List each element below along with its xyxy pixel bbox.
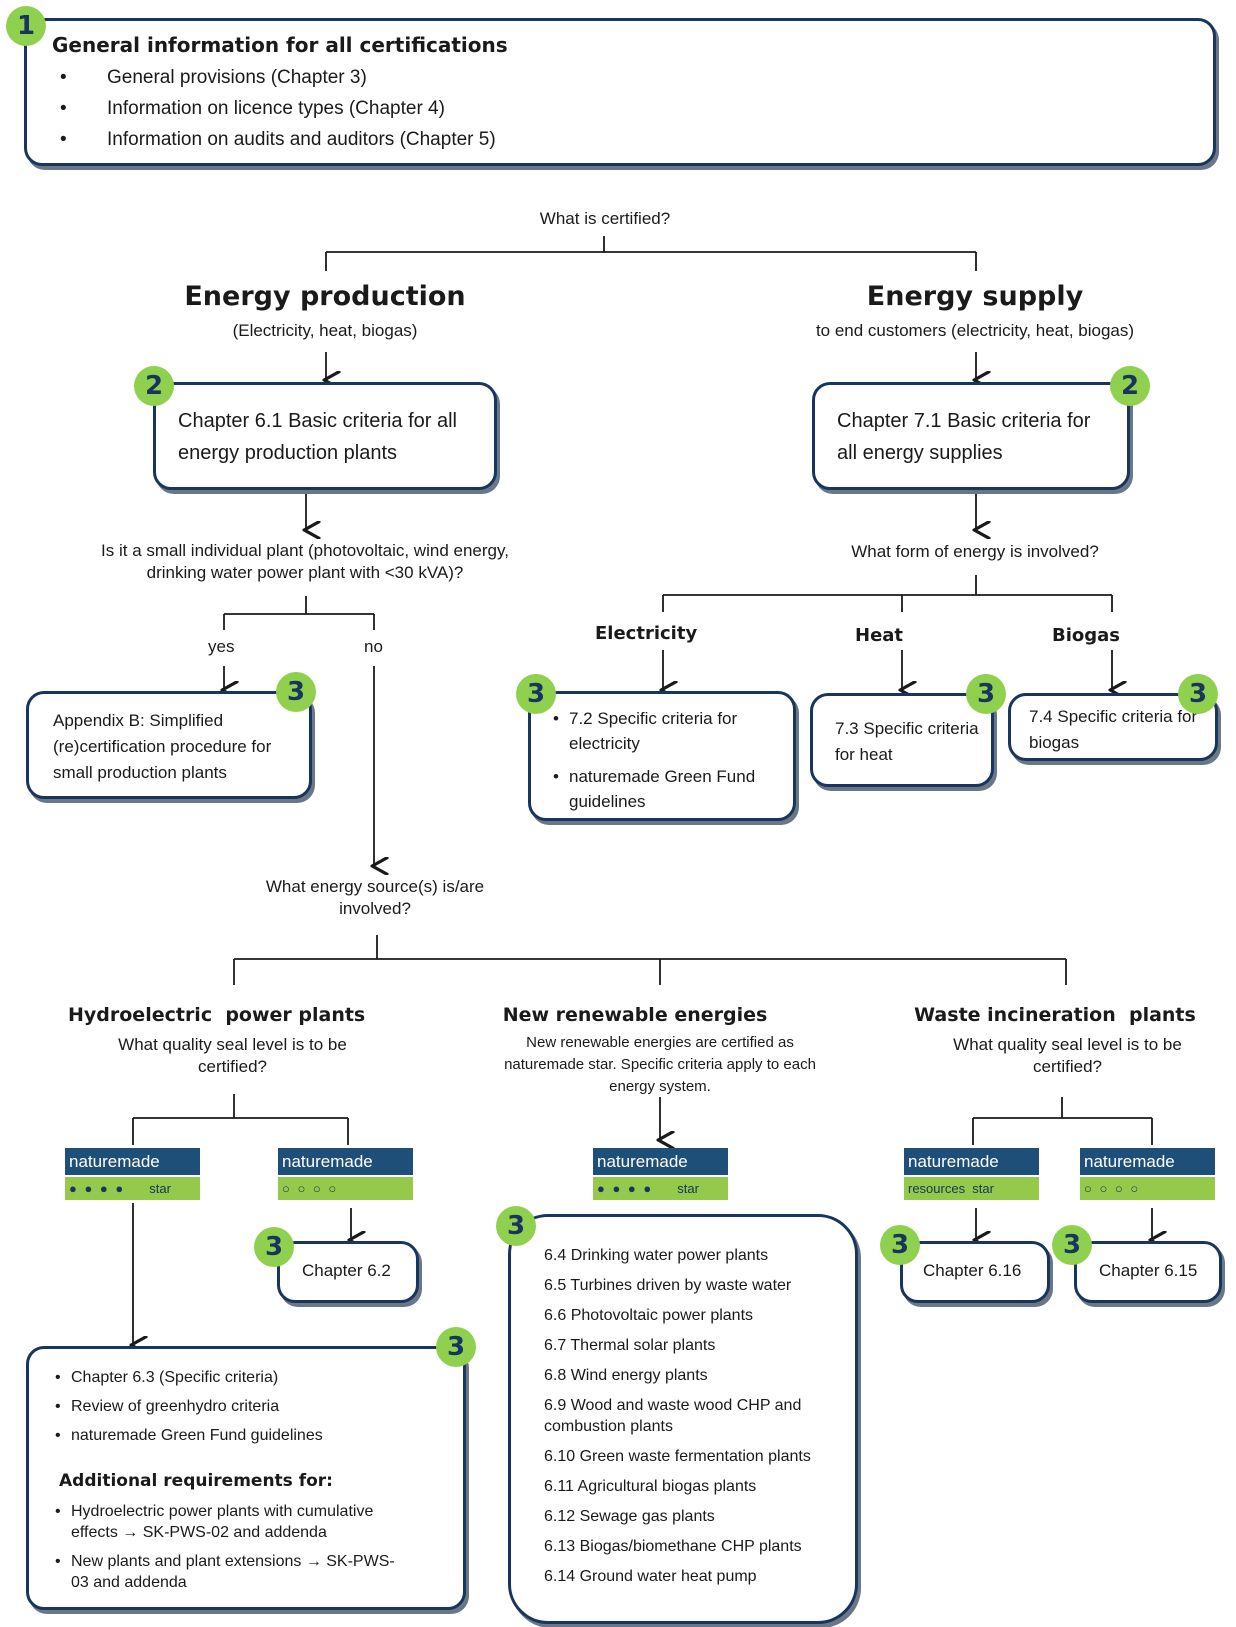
question-energy-source: What energy source(s) is/are involved?: [265, 877, 485, 918]
chapter-6-2-box: Chapter 6.2: [277, 1241, 419, 1303]
electricity-criteria-item-2: naturemade Green Fund guidelines: [549, 764, 787, 814]
additional-item-1: Hydroelectric power plants with cumulati…: [51, 1501, 401, 1543]
renewables-chapter-item: 6.4 Drinking water power plants: [544, 1247, 769, 1264]
general-info-item: •: [60, 98, 67, 119]
renewables-chapter-item: 6.14 Ground water heat pump: [544, 1568, 757, 1585]
hydro-star-item-3: naturemade Green Fund guidelines: [51, 1425, 451, 1446]
chapter-6-16-box: Chapter 6.16: [900, 1241, 1050, 1303]
question-energy-form: What form of energy is involved?: [851, 542, 1099, 561]
supply-basic-criteria-box: Chapter 7.1 Basic criteria for all energ…: [812, 382, 1130, 490]
seal-level: star: [149, 1181, 171, 1196]
seal-dots: ○ ○ ○ ○: [1084, 1181, 1141, 1196]
renewables-chapter-item: 6.5 Turbines driven by waste water: [544, 1277, 792, 1294]
hydro-title: Hydroelectric power plants: [68, 1004, 366, 1026]
heat-label: Heat: [855, 625, 904, 646]
step-badge-3-chapter-6-2: 3: [254, 1227, 294, 1267]
renewables-text: New renewable energies are certified as …: [504, 1034, 816, 1095]
chapter-6-2-text: Chapter 6.2: [302, 1261, 391, 1280]
yes-label: yes: [208, 637, 235, 656]
heat-criteria-text: 7.3 Specific criteria for heat: [835, 719, 979, 764]
electricity-label: Electricity: [595, 623, 698, 644]
step-badge-3-renewables: 3: [496, 1206, 536, 1246]
question-small-plant: Is it a small individual plant (photovol…: [101, 541, 509, 582]
step-badge-2-production: 2: [134, 366, 174, 406]
chapter-6-15-box: Chapter 6.15: [1074, 1241, 1222, 1303]
chapter-6-16-text: Chapter 6.16: [923, 1261, 1022, 1280]
supply-subtitle: to end customers (electricity, heat, bio…: [815, 321, 1135, 340]
hydro-star-item-2: Review of greenhydro criteria: [51, 1396, 451, 1417]
renewables-chapter-item: 6.8 Wind energy plants: [544, 1367, 708, 1384]
heat-criteria-box: 7.3 Specific criteria for heat: [810, 693, 994, 787]
seal-dots: ● ● ● ●: [69, 1181, 126, 1196]
general-info-item: •: [60, 129, 67, 150]
seal-brand: naturemade: [1080, 1148, 1215, 1175]
production-basic-criteria-box: Chapter 6.1 Basic criteria for all energ…: [153, 382, 497, 490]
renewables-chapter-item: 6.12 Sewage gas plants: [544, 1508, 715, 1525]
hydro-question: What quality seal level is to be certifi…: [118, 1035, 347, 1076]
question-certified: What is certified?: [539, 209, 671, 228]
renewables-chapter-item: 6.9 Wood and waste wood CHP and combusti…: [544, 1397, 802, 1435]
seal-brand: naturemade: [904, 1148, 1039, 1175]
additional-requirements-title: Additional requirements for:: [59, 1471, 333, 1491]
renewables-title: New renewable energies: [502, 1004, 768, 1026]
seal-dots: ● ● ● ●: [597, 1181, 654, 1196]
seal-hydro-star: naturemade ● ● ● ● star: [65, 1148, 200, 1202]
step-badge-3-hydro-star: 3: [436, 1327, 476, 1367]
general-info-item: •: [60, 67, 67, 88]
step-badge-3-heat: 3: [966, 674, 1006, 714]
seal-renewables-star: naturemade ● ● ● ● star: [593, 1148, 728, 1202]
general-info-title: General information for all certificatio…: [52, 33, 508, 57]
renewables-chapter-item: 6.10 Green waste fermentation plants: [544, 1448, 811, 1465]
production-title: Energy production: [184, 281, 466, 312]
seal-brand: naturemade: [65, 1148, 200, 1175]
biogas-label: Biogas: [1052, 625, 1121, 646]
general-info-box: General information for all certificatio…: [24, 18, 1216, 166]
production-basic-criteria-text: Chapter 6.1 Basic criteria for all energ…: [178, 410, 458, 464]
renewables-chapter-item: 6.6 Photovoltaic power plants: [544, 1307, 754, 1324]
chapter-6-15-text: Chapter 6.15: [1099, 1261, 1198, 1280]
appendix-b-text: Appendix B: Simplified (re)certification…: [53, 711, 272, 782]
seal-dots: ○ ○ ○ ○: [282, 1181, 339, 1196]
seal-waste-basic: naturemade ○ ○ ○ ○: [1080, 1148, 1215, 1202]
seal-level: resources star: [908, 1181, 994, 1196]
supply-title: Energy supply: [866, 281, 1084, 312]
renewables-chapter-item: 6.7 Thermal solar plants: [544, 1337, 716, 1354]
renewables-chapter-item: 6.11 Agricultural biogas plants: [544, 1478, 757, 1495]
no-label: no: [364, 637, 383, 656]
seal-level: star: [677, 1181, 699, 1196]
biogas-criteria-text: 7.4 Specific criteria for biogas: [1029, 707, 1198, 752]
hydro-star-requirements-box: Chapter 6.3 (Specific criteria) Review o…: [26, 1346, 466, 1610]
electricity-criteria-item-1: 7.2 Specific criteria for electricity: [549, 706, 787, 756]
appendix-b-box: Appendix B: Simplified (re)certification…: [26, 691, 312, 799]
seal-brand: naturemade: [593, 1148, 728, 1175]
renewables-chapter-item: 6.13 Biogas/biomethane CHP plants: [544, 1538, 802, 1555]
electricity-criteria-box: 7.2 Specific criteria for electricity na…: [528, 691, 796, 821]
general-info-item-3: Information on audits and auditors (Chap…: [107, 129, 496, 150]
step-badge-3-biogas: 3: [1178, 674, 1218, 714]
additional-item-2: New plants and plant extensions → SK-PWS…: [51, 1551, 401, 1593]
supply-basic-criteria-text: Chapter 7.1 Basic criteria for all energ…: [837, 410, 1091, 464]
production-subtitle: (Electricity, heat, biogas): [232, 321, 418, 340]
seal-brand: naturemade: [278, 1148, 413, 1175]
waste-title: Waste incineration plants: [914, 1004, 1196, 1026]
step-badge-3-electricity: 3: [516, 674, 556, 714]
renewables-chapters-box: 6.4 Drinking water power plants 6.5 Turb…: [508, 1214, 858, 1624]
step-badge-3-chapter-6-15: 3: [1052, 1225, 1092, 1265]
step-badge-3-appendix: 3: [276, 672, 316, 712]
waste-question: What quality seal level is to be certifi…: [953, 1035, 1182, 1076]
general-info-item-1: General provisions (Chapter 3): [107, 67, 367, 88]
seal-waste-resources: naturemade resources star: [904, 1148, 1039, 1202]
step-badge-3-chapter-6-16: 3: [880, 1225, 920, 1265]
hydro-star-item-1: Chapter 6.3 (Specific criteria): [51, 1367, 451, 1388]
step-badge-1: 1: [6, 6, 46, 46]
general-info-item-2: Information on licence types (Chapter 4): [107, 98, 445, 119]
seal-hydro-basic: naturemade ○ ○ ○ ○: [278, 1148, 413, 1202]
step-badge-2-supply: 2: [1110, 366, 1150, 406]
